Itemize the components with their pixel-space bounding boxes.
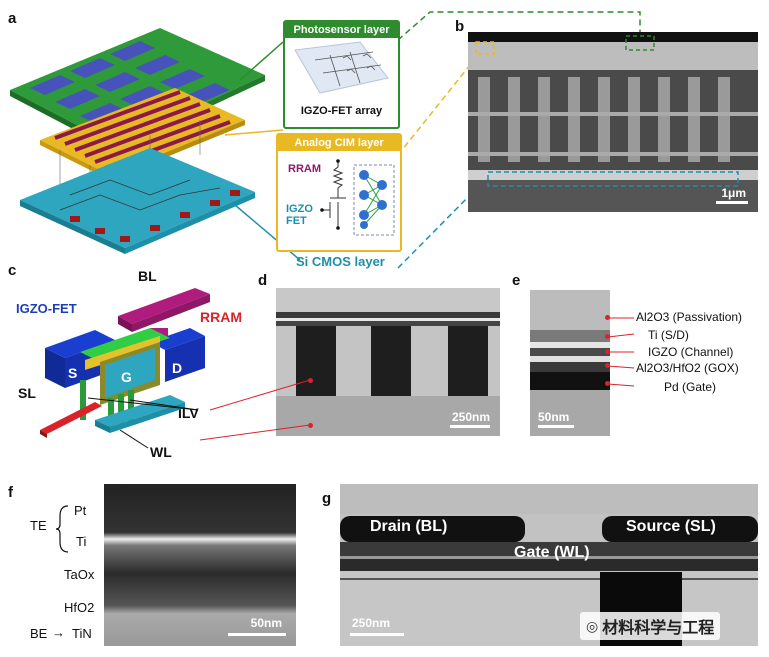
panel-label-g: g [322, 490, 332, 507]
panel-label-e: e [512, 272, 521, 289]
wl-label: WL [150, 444, 172, 460]
pointer-dot-d1 [308, 378, 313, 383]
pointer-dot-e3 [605, 349, 610, 354]
sem-image-g: Drain (BL) Source (SL) Gate (WL) 250nm [340, 484, 758, 646]
igzo-fet-label: IGZO FET [286, 203, 313, 227]
be-arrow-icon: → [52, 625, 65, 640]
rram-label: RRAM [288, 163, 321, 175]
photosensor-layer-box: Photosensor layer IGZO-FET array [283, 20, 400, 129]
scale-label-d: 250nm [451, 410, 490, 424]
layer-label-gate: Pd (Gate) [664, 380, 717, 394]
ti-label-f: Ti [76, 534, 87, 549]
drain-bl-label: Drain (BL) [370, 518, 448, 535]
tem-image-e: 50nm [530, 290, 610, 436]
photosensor-layer-title: Photosensor layer [285, 22, 398, 38]
rram-label-c: RRAM [200, 309, 242, 325]
igzo-fet-array-caption: IGZO-FET array [300, 105, 383, 117]
hfo2-label-f: HfO2 [64, 600, 95, 615]
pointer-dot-e5 [605, 381, 610, 386]
panel-label-d: d [258, 272, 268, 289]
analog-cim-layer-box: Analog CIM layer RRAM IGZO FET [276, 133, 402, 252]
g-label: G [121, 369, 132, 385]
scale-label-e: 50nm [538, 410, 570, 424]
device-3d-illustration: S D G [40, 288, 210, 449]
gate-wl-label: Gate (WL) [514, 544, 590, 561]
pointer-lines-e [607, 317, 635, 387]
panel-label-c: c [8, 262, 17, 279]
layer-label-gox: Al2O3/HfO2 (GOX) [636, 361, 739, 375]
taox-label: TaOx [64, 567, 95, 582]
analog-cim-layer-title: Analog CIM layer [278, 135, 400, 151]
d-label: D [172, 360, 182, 376]
layer-label-passivation: Al2O3 (Passivation) [636, 310, 743, 324]
panel-label-a: a [8, 10, 17, 27]
igzo-fet-array-illustration [294, 41, 389, 94]
te-brace [56, 505, 69, 553]
scale-label-b: 1μm [721, 186, 746, 200]
watermark: ◎ 材料科学与工程 [580, 612, 721, 640]
watermark-text: 材料科学与工程 [602, 620, 715, 637]
tin-label: TiN [72, 626, 92, 641]
pointer-dot-e1 [605, 315, 610, 320]
sl-label: SL [18, 385, 36, 401]
scale-bar-f [228, 633, 286, 636]
pointer-dot-e4 [605, 363, 610, 368]
scale-bar-b [716, 201, 748, 204]
scale-bar-g [350, 633, 404, 636]
pt-label: Pt [74, 503, 87, 518]
cim-circuit-illustration [320, 159, 395, 236]
s-label: S [68, 365, 77, 381]
tem-image-f: 50nm [104, 484, 296, 646]
scale-bar-d [450, 425, 490, 428]
si-cmos-layer-label: Si CMOS layer [296, 254, 385, 269]
panel-label-f: f [8, 484, 13, 501]
pointer-dot-e2 [605, 334, 610, 339]
te-label: TE [30, 518, 47, 533]
source-sl-label: Source (SL) [626, 518, 716, 535]
layer-label-ti: Ti (S/D) [648, 328, 689, 342]
tem-image-d: 250nm [276, 288, 500, 436]
scale-bar-e [538, 425, 574, 428]
igzo-fet-label-c: IGZO-FET [16, 301, 77, 316]
cross-section-sem-b: 1μm [468, 32, 758, 212]
scale-label-f: 50nm [250, 616, 282, 630]
panel-label-b: b [455, 18, 465, 35]
wechat-icon: ◎ [586, 617, 599, 634]
pointer-dot-d2 [308, 423, 313, 428]
be-label: BE [30, 626, 48, 641]
pointer-lines-c-d [200, 379, 311, 441]
scale-label-g: 250nm [352, 616, 391, 630]
stack-illustration [10, 28, 265, 254]
layer-label-igzo: IGZO (Channel) [648, 345, 734, 359]
bl-label: BL [138, 268, 157, 284]
